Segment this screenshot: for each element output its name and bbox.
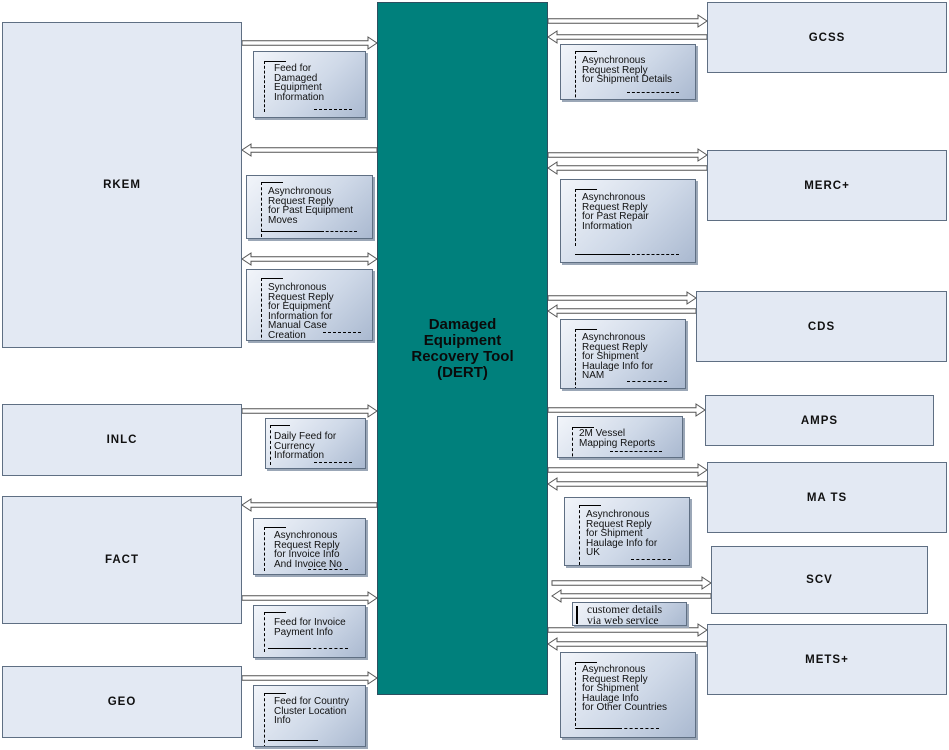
note-gcss-async: Asynchronous Request Reply for Shipment … bbox=[560, 44, 696, 100]
arrow-amps bbox=[547, 403, 706, 417]
arrow-geo-feed bbox=[241, 671, 378, 685]
arrow-merc-in bbox=[547, 161, 708, 175]
note-fact-async: Asynchronous Request Reply for Invoice I… bbox=[253, 518, 366, 575]
note-cds-async-text: Asynchronous Request Reply for Shipment … bbox=[582, 332, 654, 382]
arrow-rkem-sync bbox=[241, 252, 378, 266]
note-inlc-feed-text: Daily Feed for Currency Information bbox=[274, 431, 337, 462]
arrow-scv-in bbox=[551, 589, 712, 603]
system-fact-label: FACT bbox=[104, 554, 140, 566]
arrow-cds-in bbox=[547, 304, 697, 318]
note-rkem-feed: Feed for Damaged Equipment Information bbox=[253, 51, 366, 118]
note-geo-feed-text: Feed for Country Cluster Location Info bbox=[274, 696, 350, 727]
note-mets-async-text: Asynchronous Request Reply for Shipment … bbox=[582, 664, 668, 714]
note-merc-async-text: Asynchronous Request Reply for Past Repa… bbox=[582, 192, 649, 232]
arrow-scv-out bbox=[551, 576, 712, 590]
note-gcss-async-text: Asynchronous Request Reply for Shipment … bbox=[582, 55, 673, 86]
system-cds-label: CDS bbox=[807, 320, 836, 333]
system-mats: MA TS bbox=[707, 462, 947, 533]
system-gcss: GCSS bbox=[707, 2, 947, 73]
arrow-gcss-out bbox=[547, 14, 708, 28]
note-rkem-async: Asynchronous Request Reply for Past Equi… bbox=[246, 175, 373, 239]
system-merc-label: MERC+ bbox=[804, 179, 850, 192]
arrow-mets-out bbox=[547, 623, 708, 637]
system-geo: GEO bbox=[2, 666, 242, 738]
system-amps: AMPS bbox=[705, 395, 934, 446]
system-merc: MERC+ bbox=[707, 150, 947, 221]
note-rkem-async-text: Asynchronous Request Reply for Past Equi… bbox=[268, 186, 354, 226]
note-mats-async: Asynchronous Request Reply for Shipment … bbox=[564, 497, 690, 566]
note-amps-reports: 2M Vessel Mapping Reports bbox=[557, 416, 683, 458]
system-cds: CDS bbox=[696, 291, 947, 362]
arrow-mets-in bbox=[547, 637, 708, 651]
arrow-fact-async bbox=[241, 498, 378, 512]
system-inlc-label: INLC bbox=[106, 434, 138, 446]
note-geo-feed: Feed for Country Cluster Location Info bbox=[253, 685, 366, 747]
arrow-gcss-in bbox=[547, 30, 708, 44]
note-scv-ws: customer details via web service bbox=[572, 602, 687, 626]
arrow-merc-out bbox=[547, 148, 708, 162]
note-rkem-feed-text: Feed for Damaged Equipment Information bbox=[274, 63, 325, 103]
arrow-cds-out bbox=[547, 291, 697, 305]
system-rkem: RKEM bbox=[2, 22, 242, 348]
system-inlc: INLC bbox=[2, 404, 242, 476]
note-fact-feed: Feed for Invoice Payment Info bbox=[253, 605, 366, 658]
note-mats-async-text: Asynchronous Request Reply for Shipment … bbox=[586, 509, 658, 559]
system-amps-label: AMPS bbox=[800, 414, 839, 427]
system-gcss-label: GCSS bbox=[808, 31, 846, 44]
arrow-rkem-async bbox=[241, 143, 378, 157]
system-scv: SCV bbox=[711, 546, 928, 614]
note-merc-async: Asynchronous Request Reply for Past Repa… bbox=[560, 179, 696, 263]
system-rkem-label: RKEM bbox=[103, 179, 141, 191]
arrow-rkem-feed bbox=[241, 36, 378, 50]
system-scv-label: SCV bbox=[806, 574, 833, 586]
system-mets-label: METS+ bbox=[805, 653, 849, 666]
system-fact: FACT bbox=[2, 496, 242, 624]
note-cds-async: Asynchronous Request Reply for Shipment … bbox=[560, 319, 686, 389]
note-fact-feed-text: Feed for Invoice Payment Info bbox=[274, 617, 346, 638]
system-mats-label: MA TS bbox=[806, 491, 848, 504]
dert-label: Damaged Equipment Recovery Tool (DERT) bbox=[411, 315, 514, 381]
arrow-fact-feed bbox=[241, 591, 378, 605]
note-mets-async: Asynchronous Request Reply for Shipment … bbox=[560, 652, 696, 738]
arrow-mats-out bbox=[547, 463, 708, 477]
arrow-inlc-feed bbox=[241, 404, 378, 418]
note-fact-async-text: Asynchronous Request Reply for Invoice I… bbox=[274, 530, 342, 570]
note-scv-ws-text: customer details via web service bbox=[587, 604, 663, 626]
note-inlc-feed: Daily Feed for Currency Information bbox=[265, 418, 366, 469]
note-rkem-sync-text: Synchronous Request Reply for Equipment … bbox=[268, 282, 334, 341]
arrow-mats-in bbox=[547, 477, 708, 491]
note-rkem-sync: Synchronous Request Reply for Equipment … bbox=[246, 269, 373, 341]
note-amps-reports-text: 2M Vessel Mapping Reports bbox=[579, 428, 656, 449]
system-geo-label: GEO bbox=[107, 696, 137, 708]
system-mets: METS+ bbox=[707, 624, 947, 695]
dert-central-block: Damaged Equipment Recovery Tool (DERT) bbox=[377, 2, 548, 695]
